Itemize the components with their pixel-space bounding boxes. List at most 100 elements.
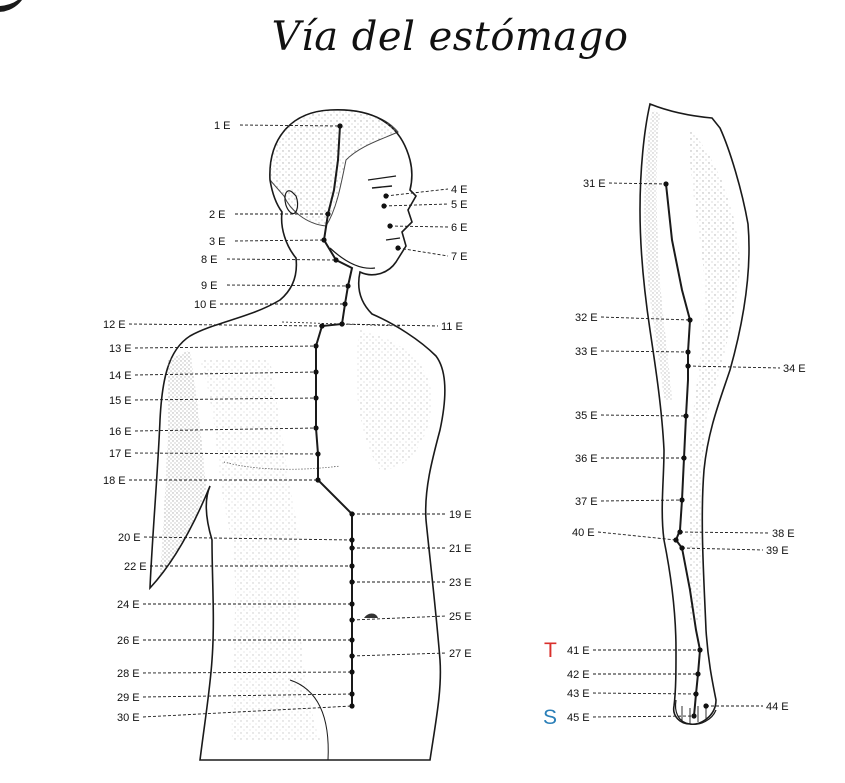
leader-line-12-e bbox=[128, 323, 323, 327]
acupoint-17-e bbox=[315, 451, 321, 457]
point-label-29-e: 29 E bbox=[117, 692, 140, 704]
acupoint-37-e bbox=[679, 497, 685, 503]
point-label-6-e: 6 E bbox=[451, 222, 468, 234]
torso-meridian-line bbox=[315, 125, 354, 706]
point-label-33-e: 33 E bbox=[575, 346, 598, 358]
acupoint-43-e bbox=[693, 691, 699, 697]
point-label-39-e: 39 E bbox=[766, 545, 789, 557]
point-label-9-e: 9 E bbox=[201, 280, 218, 292]
acupoint-9-e bbox=[345, 283, 351, 289]
point-label-1-e: 1 E bbox=[214, 120, 231, 132]
point-label-42-e: 42 E bbox=[567, 669, 590, 681]
leader-line-11-e bbox=[341, 323, 439, 327]
point-label-35-e: 35 E bbox=[575, 410, 598, 422]
acupoint-39-e bbox=[679, 545, 685, 551]
marker-t: T bbox=[544, 639, 557, 662]
leader-line-34-e bbox=[687, 365, 781, 369]
leader-line-17-e bbox=[134, 452, 319, 455]
acupoint-41-e bbox=[697, 647, 703, 653]
acupoint-33-e bbox=[685, 349, 691, 355]
point-label-2-e: 2 E bbox=[209, 209, 226, 221]
eye bbox=[371, 185, 393, 189]
acupoint-32-e bbox=[687, 317, 693, 323]
rib-line bbox=[223, 461, 341, 470]
point-label-15-e: 15 E bbox=[109, 395, 132, 407]
point-label-14-e: 14 E bbox=[109, 370, 132, 382]
acupoint-24-e bbox=[349, 601, 355, 607]
leader-line-5-e bbox=[383, 203, 449, 207]
acupoint-45-e bbox=[691, 713, 697, 719]
point-label-12-e: 12 E bbox=[103, 319, 126, 331]
acupoint-31-e bbox=[663, 181, 669, 187]
acupoint-23-e bbox=[349, 579, 355, 585]
point-label-17-e: 17 E bbox=[109, 448, 132, 460]
acupoint-16-e bbox=[313, 425, 319, 431]
navel bbox=[364, 613, 378, 618]
leader-line-13-e bbox=[134, 345, 317, 349]
leader-line-9-e bbox=[226, 284, 349, 287]
point-label-4-e: 4 E bbox=[451, 184, 468, 196]
point-label-3-e: 3 E bbox=[209, 236, 226, 248]
brow bbox=[367, 175, 397, 181]
point-label-28-e: 28 E bbox=[117, 668, 140, 680]
leader-line-7-e bbox=[397, 247, 449, 257]
point-label-32-e: 32 E bbox=[575, 312, 598, 324]
point-label-38-e: 38 E bbox=[772, 528, 795, 540]
acupoint-25-e bbox=[349, 617, 355, 623]
leader-line-1-e bbox=[239, 124, 341, 127]
page-title: Vía del estómago bbox=[271, 14, 629, 60]
point-label-5-e: 5 E bbox=[451, 199, 468, 211]
leader-line-39-e bbox=[681, 547, 764, 551]
point-label-25-e: 25 E bbox=[449, 611, 472, 623]
point-label-8-e: 8 E bbox=[201, 254, 218, 266]
acupoint-6-e bbox=[387, 223, 393, 229]
leader-line-45-e bbox=[592, 715, 695, 718]
leader-line-35-e bbox=[600, 414, 687, 417]
point-label-43-e: 43 E bbox=[567, 688, 590, 700]
point-label-19-e: 19 E bbox=[449, 509, 472, 521]
point-label-36-e: 36 E bbox=[575, 453, 598, 465]
leader-line-4-e bbox=[385, 188, 449, 197]
leader-line-40-e bbox=[597, 531, 677, 541]
marker-s: S bbox=[543, 706, 557, 729]
point-label-41-e: 41 E bbox=[567, 645, 590, 657]
torso-shading bbox=[200, 360, 320, 740]
point-label-40-e: 40 E bbox=[572, 527, 595, 539]
leg-figure bbox=[639, 102, 750, 725]
point-label-26-e: 26 E bbox=[117, 635, 140, 647]
acupoint-15-e bbox=[313, 395, 319, 401]
jaw bbox=[329, 247, 376, 269]
leader-line-27-e bbox=[351, 652, 447, 657]
point-label-37-e: 37 E bbox=[575, 496, 598, 508]
point-label-30-e: 30 E bbox=[117, 712, 140, 724]
acupoint-2-e bbox=[325, 211, 331, 217]
acupoint-36-e bbox=[681, 455, 687, 461]
acupoint-42-e bbox=[695, 671, 701, 677]
leader-line-16-e bbox=[134, 427, 317, 432]
acupoint-14-e bbox=[313, 369, 319, 375]
groin-line bbox=[289, 679, 329, 761]
acupoint-12-e bbox=[319, 323, 325, 329]
point-label-23-e: 23 E bbox=[449, 577, 472, 589]
acupoint-18-e bbox=[315, 477, 321, 483]
leader-line-15-e bbox=[134, 397, 317, 401]
acupoint-34-e bbox=[685, 363, 691, 369]
point-label-13-e: 13 E bbox=[109, 343, 132, 355]
acupoint-5-e bbox=[381, 203, 387, 209]
acupoint-20-e bbox=[349, 537, 355, 543]
leader-line-37-e bbox=[600, 499, 683, 502]
leader-line-14-e bbox=[134, 371, 317, 376]
leader-line-25-e bbox=[351, 615, 447, 621]
point-label-45-e: 45 E bbox=[567, 712, 590, 724]
point-label-20-e: 20 E bbox=[118, 532, 141, 544]
acupoint-29-e bbox=[349, 691, 355, 697]
point-label-21-e: 21 E bbox=[449, 543, 472, 555]
point-label-44-e: 44 E bbox=[766, 701, 789, 713]
acupoint-7-e bbox=[395, 245, 401, 251]
leg-shading bbox=[688, 130, 740, 620]
leader-line-33-e bbox=[600, 350, 689, 353]
leader-line-31-e bbox=[608, 182, 667, 185]
acupoint-4-e bbox=[383, 193, 389, 199]
arm-shading bbox=[160, 350, 206, 575]
